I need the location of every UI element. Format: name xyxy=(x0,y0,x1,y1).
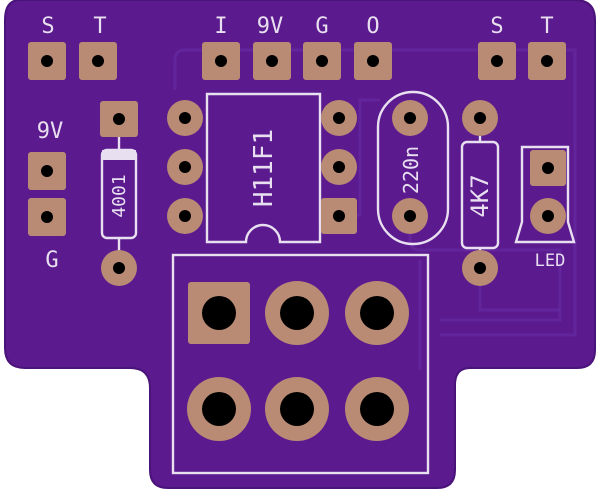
label-g-left: G xyxy=(45,248,58,273)
led: LED xyxy=(514,145,576,271)
resistor-4k7: 4K7 xyxy=(460,100,500,286)
copper-traces xyxy=(173,48,577,370)
label-s-right: S xyxy=(490,14,503,39)
diode-label: 4001 xyxy=(109,174,130,217)
capacitor-220n: 220n xyxy=(376,90,450,246)
ic-h11f1: H11F1 xyxy=(167,92,357,244)
label-s-left: S xyxy=(41,14,54,39)
footswitch-footprint xyxy=(171,253,430,475)
header-pads-top xyxy=(28,42,566,80)
led-label: LED xyxy=(535,251,566,271)
label-g-top: G xyxy=(315,14,328,39)
label-t-right: T xyxy=(540,14,553,39)
label-o: O xyxy=(366,14,379,39)
diode-4001: 4001 xyxy=(100,101,138,286)
ic-label: H11F1 xyxy=(249,129,279,207)
res-label: 4K7 xyxy=(466,174,494,217)
cap-label: 220n xyxy=(399,146,423,194)
label-9v-left: 9V xyxy=(37,119,64,144)
label-t-left: T xyxy=(93,14,106,39)
label-9v-top: 9V xyxy=(257,14,284,39)
label-i: I xyxy=(214,14,227,39)
